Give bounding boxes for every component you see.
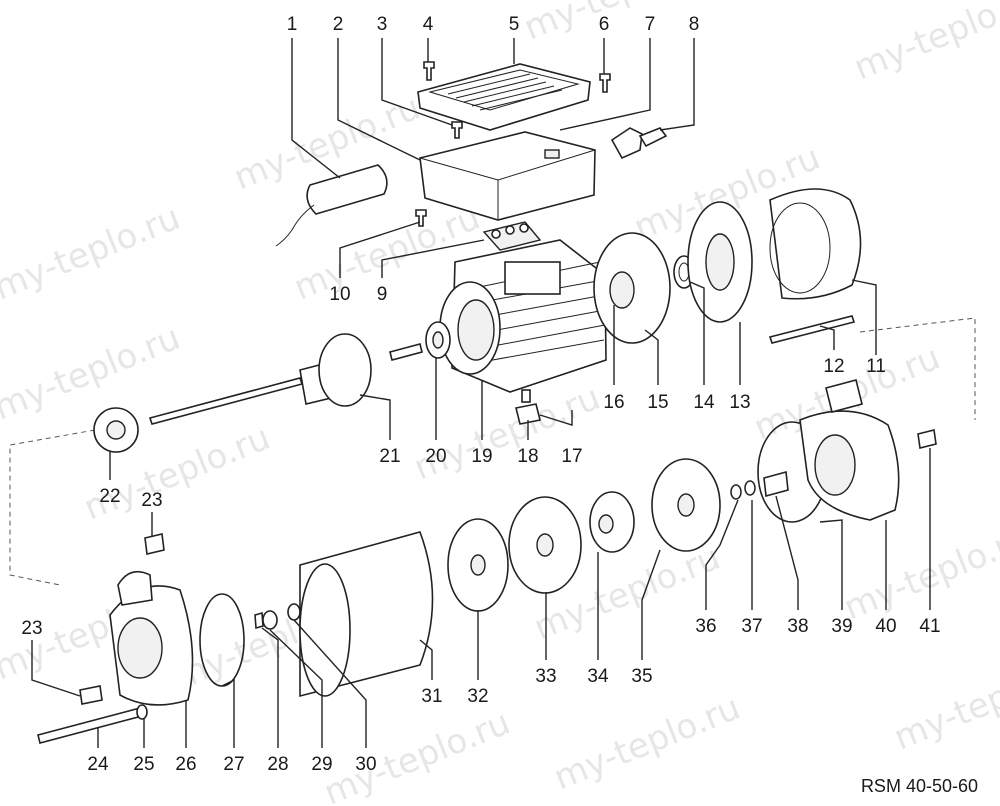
terminal-box-cover [417, 63, 591, 131]
callout-11: 11 [866, 356, 886, 377]
front-bearing [425, 321, 451, 359]
watermark: my-teplo.ru [838, 518, 1000, 629]
impeller-1 [508, 496, 582, 594]
callout-6: 6 [599, 14, 610, 35]
callout-8: 8 [689, 14, 700, 35]
callout-28: 28 [267, 754, 288, 775]
watermark: my-teplo.ru [408, 378, 605, 489]
cooling-fan [687, 201, 753, 323]
diffuser [447, 518, 509, 612]
watermark: my-teplo.ru [548, 688, 745, 799]
callout-19: 19 [471, 446, 492, 467]
watermark: my-teplo.ru [518, 0, 715, 48]
leader-lines [31, 38, 931, 748]
callout-22: 22 [99, 486, 120, 507]
callout-14: 14 [693, 392, 715, 413]
callout-33: 33 [535, 666, 556, 687]
callout-23-left: 23 [21, 618, 42, 639]
callout-7: 7 [645, 14, 656, 35]
motor-flange [593, 232, 671, 344]
callout-17: 17 [561, 446, 582, 467]
callout-25: 25 [133, 754, 154, 775]
terminal-box [419, 131, 596, 221]
watermark: my-teplo.ru [0, 318, 186, 429]
terminal-block [482, 221, 542, 251]
callout-39: 39 [831, 616, 852, 637]
pump-casing [799, 379, 900, 521]
callout-24: 24 [87, 754, 109, 775]
callout-23-top: 23 [141, 490, 162, 511]
callout-27: 27 [223, 754, 244, 775]
callout-26: 26 [175, 754, 196, 775]
assembly-axes [9, 317, 976, 586]
pump-end-cover [109, 570, 194, 706]
tie-rod [768, 315, 856, 344]
callout-37: 37 [741, 616, 762, 637]
rear-bearing [93, 407, 139, 453]
mechanical-seal [763, 470, 789, 498]
impeller-2 [651, 458, 721, 552]
watermark: my-teplo.ru [0, 198, 186, 309]
callout-20: 20 [425, 446, 446, 467]
callout-32: 32 [467, 686, 488, 707]
callout-41: 41 [919, 616, 940, 637]
watermark: my-teplo.ru [848, 0, 1000, 88]
callout-12: 12 [823, 356, 844, 377]
spacer [589, 491, 635, 553]
callout-29: 29 [311, 754, 332, 775]
plugs [79, 533, 165, 705]
cover-screws [415, 61, 611, 227]
casing-plug [917, 429, 937, 449]
callout-13: 13 [729, 392, 750, 413]
callout-4: 4 [423, 14, 434, 35]
callout-30: 30 [355, 754, 376, 775]
callout-21: 21 [379, 446, 400, 467]
callout-34: 34 [587, 666, 609, 687]
watermark: my-teplo.ru [318, 703, 515, 806]
callout-36: 36 [695, 616, 716, 637]
callout-16: 16 [603, 392, 624, 413]
callout-9: 9 [377, 284, 388, 305]
callout-labels: 1 2 3 4 5 6 7 8 9 10 11 12 13 14 15 16 1… [21, 14, 940, 775]
callout-2: 2 [333, 14, 344, 35]
end-cover-bolt [37, 704, 148, 744]
fan-cover [769, 188, 862, 300]
pump-sleeve [299, 531, 434, 698]
callout-10: 10 [329, 284, 350, 305]
callout-1: 1 [287, 14, 298, 35]
clip [544, 149, 560, 159]
capacitor [275, 164, 388, 247]
drain-plug [515, 389, 541, 425]
callout-40: 40 [875, 616, 896, 637]
callout-3: 3 [377, 14, 388, 35]
cable-gland [610, 127, 668, 160]
rotor-shaft [148, 333, 423, 425]
callout-38: 38 [787, 616, 808, 637]
shaft-washers [730, 480, 756, 500]
watermark: my-teplo.ru [888, 648, 1000, 759]
callout-31: 31 [421, 686, 442, 707]
callout-35: 35 [631, 666, 652, 687]
callout-15: 15 [647, 392, 668, 413]
callout-18: 18 [517, 446, 538, 467]
callout-5: 5 [509, 14, 520, 35]
motor-housing [439, 239, 607, 393]
model-label: RSM 40-50-60 [861, 776, 978, 796]
